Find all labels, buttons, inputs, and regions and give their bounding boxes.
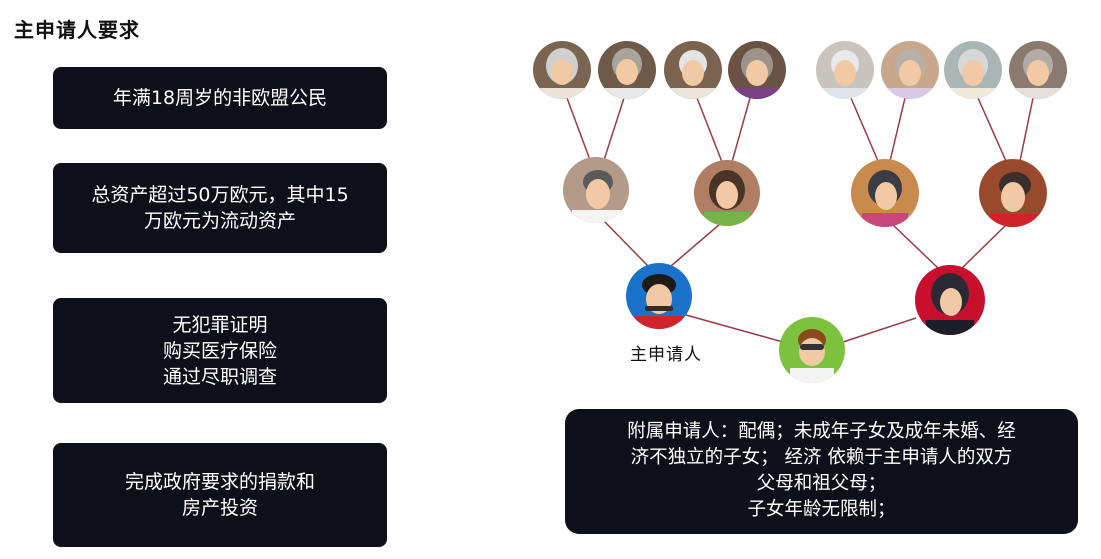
grandparent-avatar xyxy=(944,41,1002,99)
page-title: 主申请人要求 xyxy=(14,18,140,42)
grandparent-avatar xyxy=(728,41,786,99)
parent-avatar xyxy=(851,159,919,227)
spouse-avatar xyxy=(915,265,985,335)
grandparent-avatar xyxy=(1009,41,1067,99)
requirement-investment: 完成政府要求的捐款和 房产投资 xyxy=(53,443,387,547)
grandparent-avatar xyxy=(881,41,939,99)
grandparent-avatar xyxy=(533,41,591,99)
dependent-applicants-note: 附属申请人：配偶；未成年子女及成年未婚、经 济不独立的子女； 经济 依赖于主申请… xyxy=(565,409,1078,534)
grandparent-avatar xyxy=(598,41,656,99)
principal-applicant-label: 主申请人 xyxy=(630,345,702,365)
tree-connectors xyxy=(566,97,1034,343)
grandparent-avatar xyxy=(664,41,722,99)
requirement-assets: 总资产超过50万欧元，其中15 万欧元为流动资产 xyxy=(53,163,387,253)
grandparent-avatar xyxy=(816,41,874,99)
parent-avatar xyxy=(563,157,629,223)
parent-avatar xyxy=(694,160,760,226)
requirement-background: 无犯罪证明 购买医疗保险 通过尽职调查 xyxy=(53,298,387,403)
requirement-age: 年满18周岁的非欧盟公民 xyxy=(53,67,387,129)
child-avatar xyxy=(779,317,845,383)
parent-avatar xyxy=(979,159,1047,227)
principal-applicant-avatar xyxy=(626,263,692,329)
